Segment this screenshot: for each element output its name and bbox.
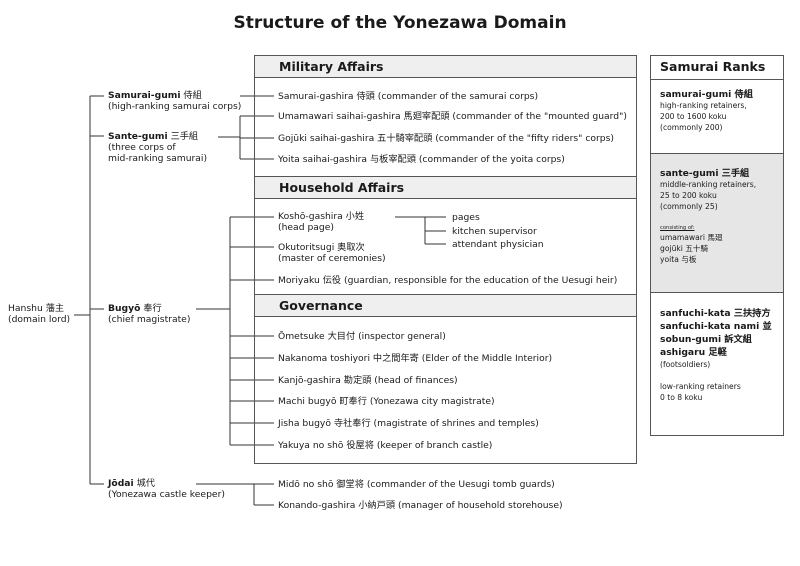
military-item: Yoita saihai-gashira 与板宰配頭 (commander of… bbox=[278, 154, 565, 165]
samurai-ranks-header: Samurai Ranks bbox=[660, 59, 766, 74]
jodai-label: Jōdai 城代 (Yonezawa castle keeper) bbox=[108, 478, 225, 500]
sante-gumi-label: Sante-gumi 三手組 (three corps of mid-ranki… bbox=[108, 131, 208, 164]
jodai-item: Konando-gashira 小納戸頭 (manager of househo… bbox=[278, 500, 563, 511]
separator bbox=[255, 176, 636, 177]
household-item-kosho: Koshō-gashira 小姓(head page) bbox=[278, 211, 365, 233]
rank-sante-gumi: sante-gumi 三手組 middle-ranking retainers,… bbox=[660, 168, 757, 264]
separator bbox=[651, 292, 783, 293]
kosho-sub-item: pages bbox=[452, 212, 480, 223]
structure-box bbox=[254, 55, 637, 464]
kosho-sub-item: attendant physician bbox=[452, 239, 544, 250]
rank-samurai-gumi: samurai-gumi 侍組 high-ranking retainers, … bbox=[660, 89, 753, 132]
military-affairs-header: Military Affairs bbox=[255, 56, 636, 78]
separator bbox=[651, 79, 783, 80]
samurai-ranks-box bbox=[650, 55, 784, 436]
household-affairs-header: Household Affairs bbox=[255, 177, 636, 199]
samurai-gumi-label: Samurai-gumi 侍組 (high-ranking samurai co… bbox=[108, 90, 242, 112]
sante-gumi-rank-shade bbox=[651, 154, 783, 292]
military-item: Samurai-gashira 侍頭 (commander of the sam… bbox=[278, 91, 539, 102]
separator bbox=[651, 153, 783, 154]
governance-item: Yakuya no shō 役屋将 (keeper of branch cast… bbox=[278, 440, 493, 451]
military-item: Umamawari saihai-gashira 馬廻宰配頭 (commande… bbox=[278, 111, 627, 122]
governance-item: Nakanoma toshiyori 中之間年寄 (Elder of the M… bbox=[278, 353, 553, 364]
military-item: Gojūki saihai-gashira 五十騎宰配頭 (commander … bbox=[278, 133, 614, 144]
governance-item: Machi bugyō 町奉行 (Yonezawa city magistrat… bbox=[278, 396, 495, 407]
separator bbox=[255, 294, 636, 295]
hanshu-label: Hanshu 藩主 (domain lord) bbox=[8, 303, 71, 325]
governance-item: Kanjō-gashira 勘定頭 (head of finances) bbox=[278, 375, 458, 386]
rank-low: sanfuchi-kata 三扶持方 sanfuchi-kata nami 並 … bbox=[660, 308, 772, 402]
governance-item: Ōmetsuke 大目付 (inspector general) bbox=[278, 331, 446, 342]
household-item-moriyaku: Moriyaku 伝役 (guardian, responsible for t… bbox=[278, 275, 618, 286]
bugyo-label: Bugyō 奉行 (chief magistrate) bbox=[108, 303, 191, 325]
kosho-sub-item: kitchen supervisor bbox=[452, 226, 537, 237]
governance-item: Jisha bugyō 寺社奉行 (magistrate of shrines … bbox=[278, 418, 539, 429]
diagram-title: Structure of the Yonezawa Domain bbox=[233, 13, 567, 33]
household-item-okutoritsugi: Okutoritsugi 奥取次(master of ceremonies) bbox=[278, 242, 386, 264]
governance-header: Governance bbox=[255, 295, 636, 317]
jodai-item: Midō no shō 御堂将 (commander of the Uesugi… bbox=[278, 479, 555, 490]
